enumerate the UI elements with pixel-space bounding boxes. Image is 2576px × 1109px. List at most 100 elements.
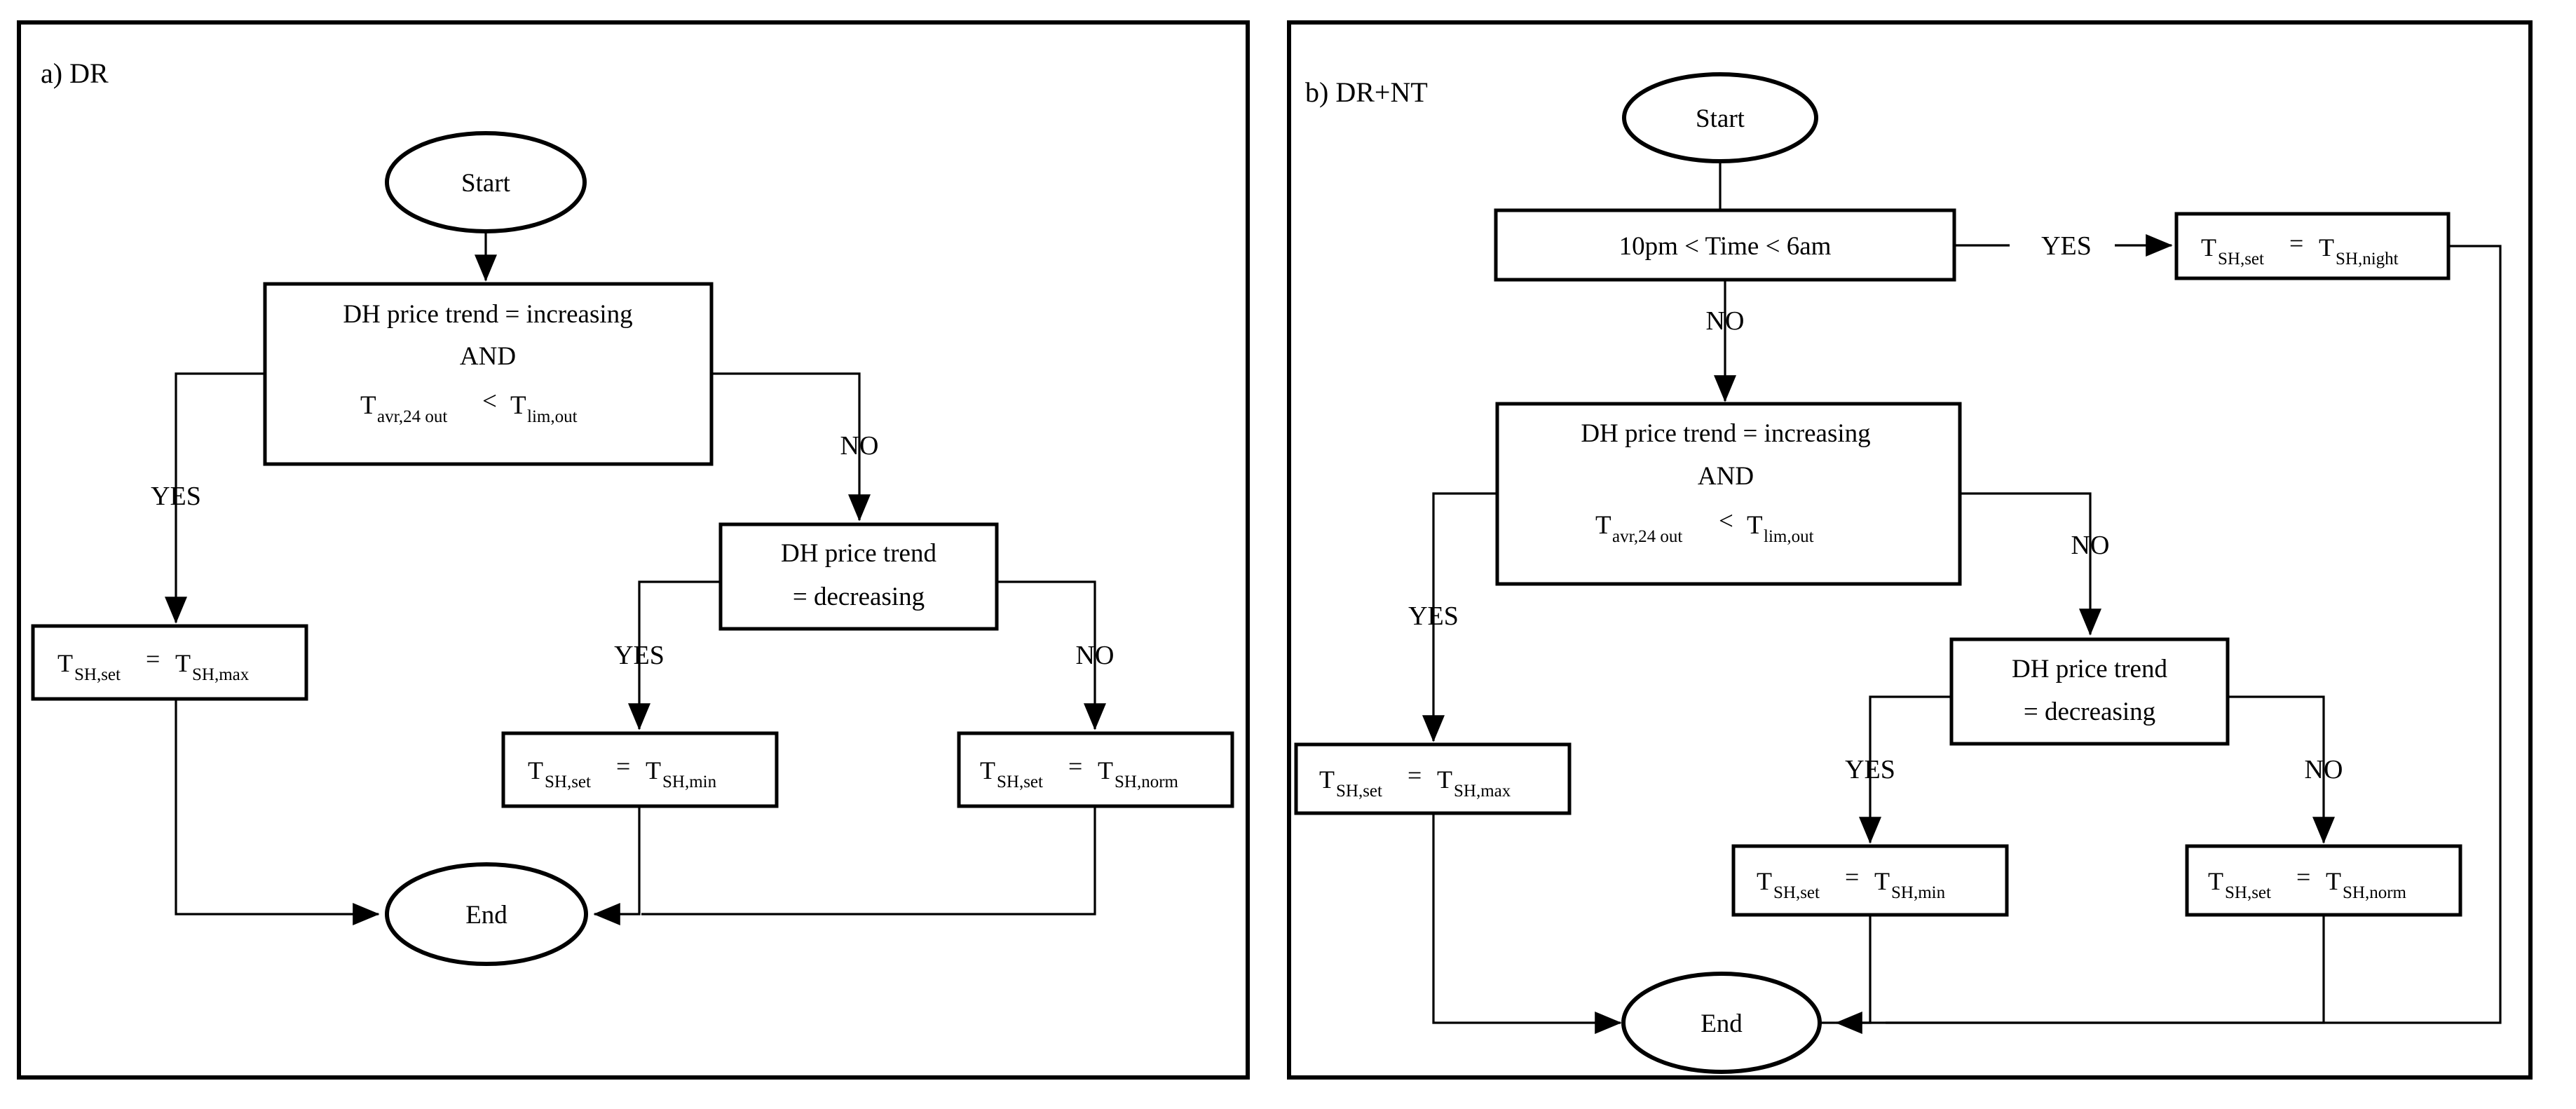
- b-decision2-line2: = decreasing: [2024, 698, 2155, 726]
- a-norm-sub2: SH,norm: [1115, 773, 1179, 791]
- b-edge-d2-no: [2228, 695, 2335, 844]
- a-edge-d2-no: [997, 580, 1106, 730]
- a-max-base1: T: [57, 649, 73, 677]
- a-action-min-text: T SH,set = T SH,min: [528, 752, 717, 791]
- a-decision2-line2: = decreasing: [793, 583, 925, 611]
- b-decision1-line2: AND: [1698, 462, 1754, 491]
- b-decision2-node: [1949, 637, 2230, 746]
- b-action-norm-text: T SH,set = T SH,norm: [2208, 863, 2407, 902]
- a-max-base2: T: [175, 649, 191, 677]
- b-norm-sub2: SH,norm: [2343, 883, 2407, 902]
- b-time-check-node: [1494, 208, 1956, 282]
- a-decision2-node: [718, 522, 999, 631]
- a-norm-base1: T: [980, 756, 995, 784]
- panel-a-border: [17, 20, 1250, 1080]
- a-decision1-line3: T avr,24 out < T lim,out: [360, 387, 578, 426]
- a-decision1-line1: DH price trend = increasing: [343, 300, 632, 329]
- b-edge-min-to-end: [1835, 915, 1872, 1034]
- a-label-d1-no: NO: [840, 431, 879, 461]
- b-max-sub1: SH,set: [1336, 782, 1382, 801]
- a-norm-base2: T: [1098, 756, 1113, 784]
- a-max-eq: =: [146, 645, 160, 673]
- a-label-d2-no: NO: [1076, 641, 1115, 670]
- b-edge-d2-yes: [1859, 695, 1951, 844]
- b-max-eq: =: [1408, 761, 1422, 789]
- a-edge-d1-no: [711, 372, 871, 522]
- a-norm-eq: =: [1068, 752, 1082, 780]
- a-max-sub2: SH,max: [192, 665, 250, 684]
- b-edge-norm-to-end: [1886, 915, 2325, 1024]
- a-decision2-line1: DH price trend: [781, 539, 936, 568]
- a-d1-op: <: [482, 387, 497, 416]
- a-action-norm-node: [957, 731, 1234, 808]
- a-action-max-node: [31, 624, 308, 701]
- a-edge-d2-yes: [628, 580, 721, 730]
- b-night-base2: T: [2319, 233, 2334, 261]
- panel-a-caption: a) DR: [41, 57, 109, 89]
- a-action-max-text: T SH,set = T SH,max: [57, 645, 250, 684]
- b-end-node: [1621, 972, 1822, 1074]
- a-start-label: Start: [461, 169, 511, 198]
- a-min-sub1: SH,set: [545, 773, 591, 791]
- b-label-d2-no: NO: [2305, 755, 2343, 784]
- b-action-min-node: [1731, 844, 2009, 917]
- a-max-sub1: SH,set: [74, 665, 121, 684]
- a-end-label: End: [465, 901, 507, 930]
- b-d1-rhs-sub: lim,out: [1764, 527, 1814, 546]
- b-d1-rhs-base: T: [1747, 511, 1763, 540]
- a-min-sub2: SH,min: [662, 773, 717, 791]
- b-max-sub2: SH,max: [1454, 782, 1511, 801]
- b-night-sub2: SH,night: [2336, 250, 2399, 268]
- b-label-d1-yes: YES: [1408, 601, 1459, 631]
- b-decision1-line3: T avr,24 out < T lim,out: [1595, 507, 1814, 546]
- a-d1-lhs-sub: avr,24 out: [377, 407, 447, 426]
- a-min-base1: T: [528, 756, 543, 784]
- b-end-label: End: [1701, 1009, 1743, 1038]
- b-decision1-node: [1495, 402, 1962, 586]
- a-norm-sub1: SH,set: [997, 773, 1043, 791]
- b-action-norm-node: [2185, 844, 2462, 917]
- b-decision1-line1: DH price trend = increasing: [1581, 419, 1870, 448]
- b-action-max-text: T SH,set = T SH,max: [1319, 761, 1511, 801]
- b-d1-lhs-sub: avr,24 out: [1612, 527, 1682, 546]
- a-label-d2-yes: YES: [614, 641, 665, 670]
- b-norm-base1: T: [2208, 867, 2223, 895]
- b-label-d2-yes: YES: [1845, 755, 1895, 784]
- b-night-eq: =: [2289, 229, 2303, 257]
- b-d1-lhs-base: T: [1595, 511, 1611, 540]
- a-label-d1-yes: YES: [151, 482, 201, 511]
- b-label-time-no: NO: [1706, 306, 1745, 336]
- b-edge-d1-yes: [1422, 492, 1497, 742]
- a-d1-rhs-base: T: [510, 391, 526, 420]
- b-time-check-label: 10pm < Time < 6am: [1619, 232, 1832, 261]
- panel-b-caption: b) DR+NT: [1305, 76, 1428, 108]
- a-edge-d1-yes: [165, 372, 265, 624]
- a-decision1-node: [263, 282, 714, 466]
- b-max-base2: T: [1437, 766, 1452, 794]
- b-start-label: Start: [1696, 104, 1745, 133]
- b-label-time-yes: YES: [2041, 231, 2092, 261]
- a-d1-lhs-base: T: [360, 391, 376, 420]
- a-d1-rhs-sub: lim,out: [527, 407, 578, 426]
- a-edge-min-to-end: [593, 806, 641, 925]
- a-action-norm-text: T SH,set = T SH,norm: [980, 752, 1179, 791]
- b-label-d1-no: NO: [2071, 531, 2110, 560]
- b-min-sub1: SH,set: [1773, 883, 1820, 902]
- b-norm-eq: =: [2296, 863, 2310, 891]
- a-edge-norm-to-end: [641, 806, 1096, 916]
- b-min-eq: =: [1845, 863, 1859, 891]
- b-norm-sub1: SH,set: [2225, 883, 2271, 902]
- a-min-eq: =: [616, 752, 630, 780]
- a-min-base2: T: [646, 756, 661, 784]
- a-end-node: [385, 862, 588, 966]
- a-decision1-line2: AND: [460, 342, 516, 371]
- b-min-base2: T: [1874, 867, 1890, 895]
- a-edge-max-to-end: [175, 699, 380, 925]
- b-norm-base2: T: [2326, 867, 2341, 895]
- b-decision2-line1: DH price trend: [2012, 655, 2167, 683]
- b-action-max-node: [1294, 742, 1572, 815]
- b-night-sub1: SH,set: [2218, 250, 2264, 268]
- panel-b-border: [1287, 20, 2533, 1080]
